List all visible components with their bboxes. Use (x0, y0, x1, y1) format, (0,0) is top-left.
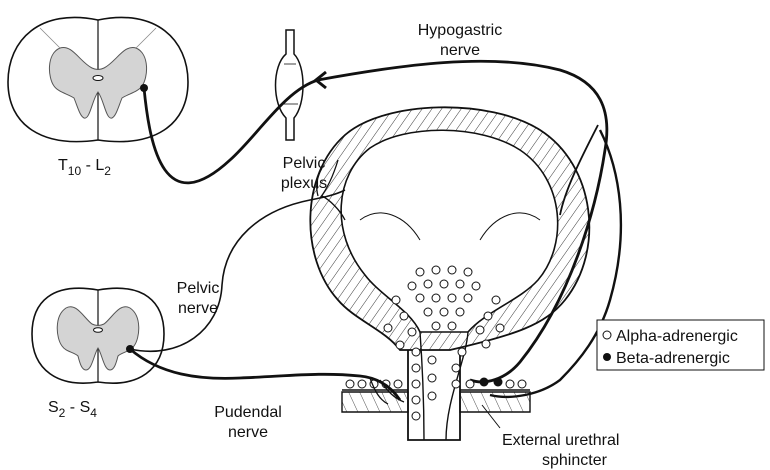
legend-beta-marker (603, 353, 611, 361)
spinal-level-upper: T10 - L2 (58, 157, 111, 178)
external-urethral-sphincter (342, 390, 530, 412)
spinal-level-lower: S2 - S4 (48, 399, 97, 420)
spinal-cord-upper (8, 17, 188, 141)
legend: Alpha-adrenergic Beta-adrenergic (597, 320, 764, 370)
spinal-cord-lower (32, 288, 164, 383)
legend-alpha-label: Alpha-adrenergic (616, 328, 738, 345)
pelvic-plexus-ganglion (276, 30, 304, 140)
legend-alpha-marker (603, 331, 611, 339)
legend-beta-label: Beta-adrenergic (616, 350, 730, 367)
